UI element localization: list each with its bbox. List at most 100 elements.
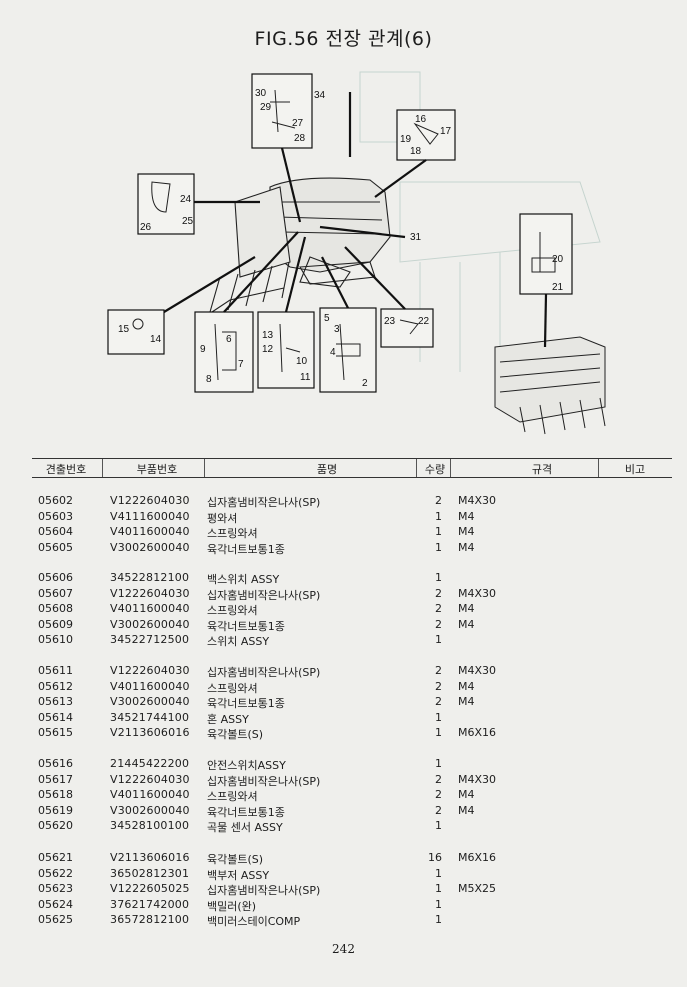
svg-text:4: 4 [330, 347, 336, 358]
callout-numbers: 30 29 27 28 34 16 17 19 18 24 26 25 31 2… [118, 88, 564, 389]
part-name: 혼 ASSY [207, 712, 249, 726]
part-number: V4011600040 [110, 525, 190, 539]
part-name: 육각볼트(S) [207, 728, 264, 742]
specification: M4 [458, 509, 475, 523]
header-qty: 수량 [424, 463, 446, 476]
part-number: 34528100100 [110, 819, 190, 833]
part-number: V1222605025 [110, 882, 190, 896]
part-number: V3002600040 [110, 695, 190, 709]
part-ref-no: 05609 [38, 617, 73, 631]
page-title: FIG.56 전장 관계(6) [254, 28, 433, 50]
part-ref-no: 05613 [38, 695, 73, 709]
part-name: 곡물 센서 ASSY [207, 821, 283, 835]
specification: M4 [458, 602, 475, 616]
part-number: V1222604030 [110, 664, 190, 677]
svg-text:26: 26 [140, 222, 152, 233]
part-name: 육각너트보통1종 [207, 542, 285, 556]
specification: M4 [458, 679, 475, 693]
part-name: 육각볼트(S) [207, 853, 264, 866]
part-name: 스프링와셔 [207, 681, 258, 695]
quantity: 2 [435, 664, 442, 677]
specification: M6X16 [458, 851, 497, 864]
quantity: 1 [435, 509, 442, 523]
part-number: 34522812100 [110, 571, 190, 584]
part-name: 백미러스테이COMP [207, 915, 301, 929]
part-name: 백밀러(완) [207, 899, 257, 913]
svg-text:15: 15 [118, 324, 130, 335]
quantity: 2 [435, 602, 442, 616]
callout-boxes [107, 73, 573, 393]
callout-box-20 [519, 213, 573, 295]
part-number: 34522712500 [110, 633, 190, 647]
quantity: 1 [435, 913, 442, 927]
quantity: 2 [435, 679, 442, 693]
part-number: V3002600040 [110, 803, 190, 817]
svg-text:14: 14 [150, 334, 162, 345]
callout-box-15 [107, 309, 165, 355]
leader-lines [163, 92, 548, 348]
quantity: 1 [435, 757, 442, 770]
part-name: 십자홈냄비작은나사(SP) [207, 588, 321, 602]
part-name: 안전스위치ASSY [207, 759, 286, 772]
part-number: 36502812301 [110, 866, 190, 880]
part-name: 백부저 ASSY [207, 868, 270, 882]
part-ref-no: 05605 [38, 540, 73, 554]
header-spec: 규격 [531, 463, 553, 476]
quantity: 2 [435, 803, 442, 817]
part-ref-no: 05624 [38, 897, 73, 911]
quantity: 1 [435, 882, 442, 896]
part-number: 36572812100 [110, 913, 190, 927]
svg-text:27: 27 [292, 118, 304, 129]
callout-box-13 [257, 311, 315, 389]
svg-text:9: 9 [200, 344, 206, 355]
part-name: 스위치 ASSY [207, 635, 270, 649]
svg-text:16: 16 [415, 114, 427, 125]
quantity: 2 [435, 586, 442, 600]
part-name: 십자홈냄비작은나사(SP) [207, 496, 321, 509]
table-row: 05613 V3002600040 육각너트보통1종 2 M4 [0, 695, 687, 710]
part-number: V3002600040 [110, 617, 190, 631]
part-name: 육각너트보통1종 [207, 697, 285, 711]
part-number: V4011600040 [110, 602, 190, 616]
quantity: 1 [435, 866, 442, 880]
svg-text:29: 29 [260, 102, 272, 113]
part-number: 37621742000 [110, 897, 190, 911]
part-number: V2113606016 [110, 851, 190, 864]
part-number: V1222604030 [110, 772, 190, 786]
part-name: 백스위치 ASSY [207, 573, 280, 586]
quantity: 2 [435, 695, 442, 709]
part-number: V4011600040 [110, 788, 190, 802]
specification: M4 [458, 788, 475, 802]
specification: M4X30 [458, 494, 497, 507]
part-ref-no: 05610 [38, 633, 73, 647]
quantity: 1 [435, 525, 442, 539]
part-number: V4011600040 [110, 679, 190, 693]
part-ref-no: 05620 [38, 819, 73, 833]
part-ref-no: 05625 [38, 913, 73, 927]
svg-text:28: 28 [294, 133, 306, 144]
part-name: 스프링와셔 [207, 604, 258, 618]
part-ref-no: 05614 [38, 710, 73, 724]
quantity: 2 [435, 494, 442, 507]
callout-box-5 [319, 307, 377, 393]
part-number: V3002600040 [110, 540, 190, 554]
part-ref-no: 05604 [38, 525, 73, 539]
header-note: 비고 [624, 463, 646, 476]
svg-text:30: 30 [255, 88, 267, 99]
part-name: 육각너트보통1종 [207, 805, 285, 819]
svg-text:13: 13 [262, 330, 274, 341]
specification: M4 [458, 695, 475, 709]
quantity: 1 [435, 571, 442, 584]
callout-box-9 [194, 311, 254, 393]
part-name: 십자홈냄비작은나사(SP) [207, 884, 321, 898]
part-ref-no: 05607 [38, 586, 73, 600]
